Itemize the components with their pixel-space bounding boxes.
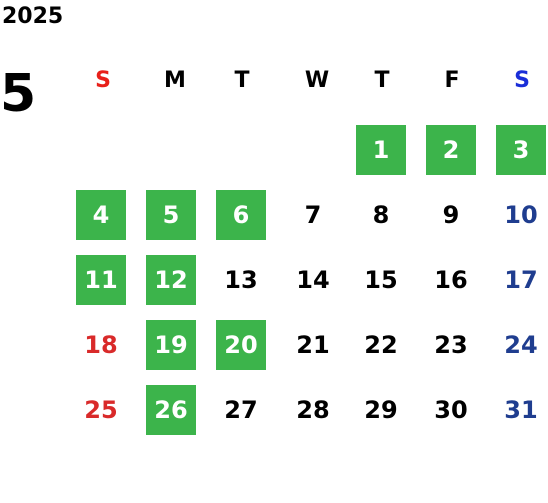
weekday-tue: T xyxy=(234,68,250,93)
calendar-day: 21 xyxy=(296,331,330,359)
weekday-fri: F xyxy=(444,68,460,93)
calendar-day: 6 xyxy=(216,190,266,240)
calendar-day: 8 xyxy=(372,201,390,229)
calendar-day: 29 xyxy=(364,396,398,424)
calendar-day: 2 xyxy=(426,125,476,175)
calendar-day: 4 xyxy=(76,190,126,240)
month-label: 5 xyxy=(0,64,37,124)
calendar-day: 31 xyxy=(504,396,538,424)
calendar-day: 13 xyxy=(224,266,258,294)
weekday-sat: S xyxy=(514,68,530,93)
calendar-day: 16 xyxy=(434,266,468,294)
calendar-day: 14 xyxy=(296,266,330,294)
calendar-day: 22 xyxy=(364,331,398,359)
calendar-day: 9 xyxy=(442,201,460,229)
calendar-day: 17 xyxy=(504,266,538,294)
calendar-day: 27 xyxy=(224,396,258,424)
calendar-day: 25 xyxy=(84,396,118,424)
calendar-day: 12 xyxy=(146,255,196,305)
calendar-day: 5 xyxy=(146,190,196,240)
weekday-wed: W xyxy=(304,68,330,93)
calendar-day: 18 xyxy=(84,331,118,359)
weekday-thu: T xyxy=(374,68,390,93)
calendar-day: 30 xyxy=(434,396,468,424)
weekday-mon: M xyxy=(164,68,186,93)
calendar-day: 1 xyxy=(356,125,406,175)
calendar-day: 3 xyxy=(496,125,546,175)
weekday-sun: S xyxy=(95,68,111,93)
calendar-day: 20 xyxy=(216,320,266,370)
calendar-day: 15 xyxy=(364,266,398,294)
calendar-day: 11 xyxy=(76,255,126,305)
calendar-day: 7 xyxy=(304,201,322,229)
year-label: 2025 xyxy=(2,4,64,29)
calendar-day: 24 xyxy=(504,331,538,359)
calendar-day: 19 xyxy=(146,320,196,370)
calendar-day: 23 xyxy=(434,331,468,359)
calendar-day: 10 xyxy=(504,201,538,229)
calendar-day: 28 xyxy=(296,396,330,424)
calendar-day: 26 xyxy=(146,385,196,435)
